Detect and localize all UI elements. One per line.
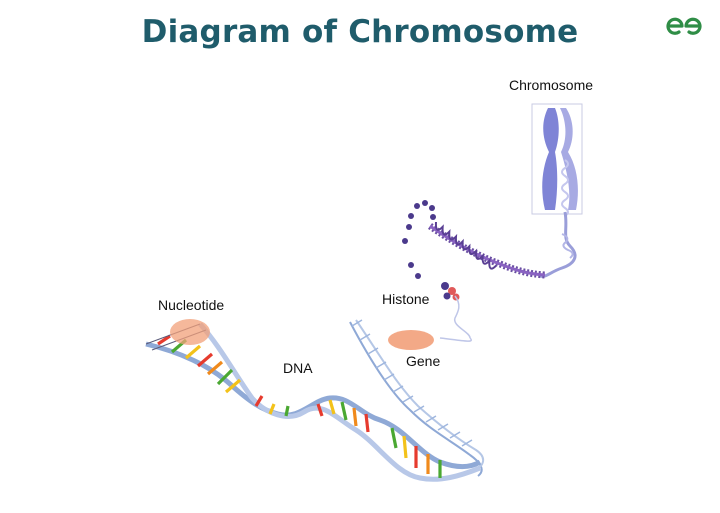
- label-gene: Gene: [406, 353, 440, 369]
- nucleotide-highlight: [170, 319, 210, 345]
- gene-dna-helix: [349, 319, 485, 477]
- supercoiled-chromatin-fiber: [402, 200, 546, 279]
- chromatin-fiber-descending: [539, 211, 577, 278]
- dna-double-helix: [145, 319, 482, 482]
- label-chromosome: Chromosome: [509, 77, 593, 93]
- chromosome-right-chromatid: [560, 108, 578, 210]
- page-title: Diagram of Chromosome: [141, 14, 579, 50]
- chromosome-figure: [531, 103, 583, 278]
- chromosome-left-chromatid: [542, 108, 559, 210]
- label-dna: DNA: [283, 360, 313, 376]
- gene-highlight: [388, 330, 434, 350]
- geeksforgeeks-logo-icon: [666, 17, 702, 35]
- label-histone: Histone: [382, 291, 430, 307]
- histone-cluster: [441, 282, 471, 339]
- label-nucleotide: Nucleotide: [158, 297, 224, 313]
